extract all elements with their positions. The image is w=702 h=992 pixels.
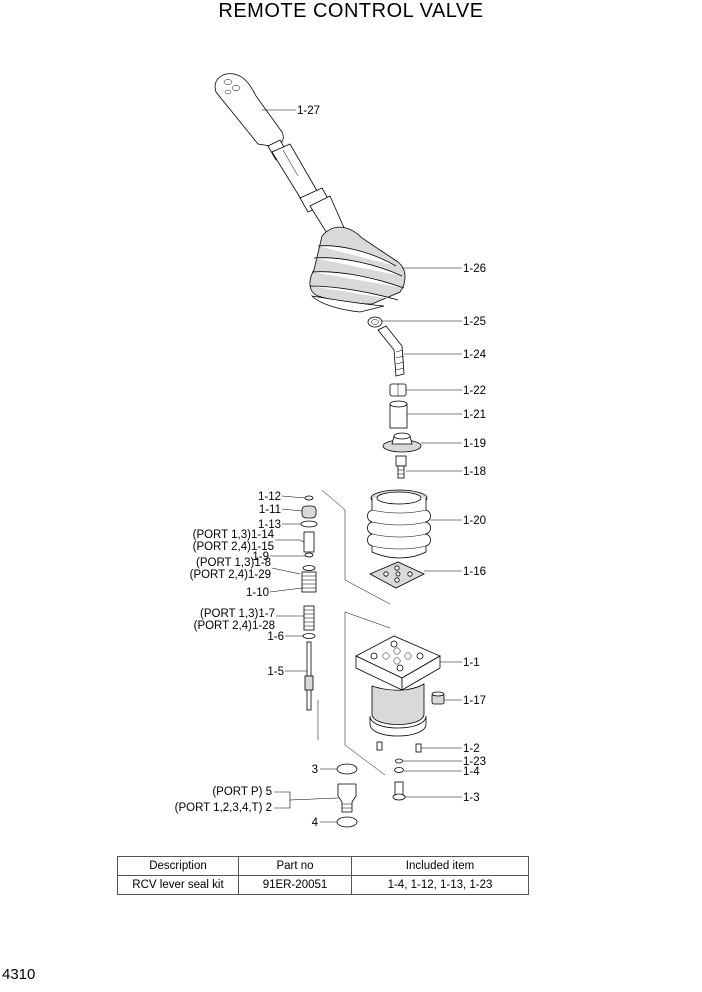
callout-1-1: 1-1 (463, 657, 480, 669)
page-title: REMOTE CONTROL VALVE (218, 0, 484, 22)
column-header: Part no (238, 856, 352, 876)
universal-joint-part (395, 455, 407, 479)
callout-1-5: 1-5 (267, 666, 284, 678)
rubber-boot-part (309, 195, 406, 313)
callout-1-22: 1-22 (463, 385, 486, 397)
callout-1-4: 1-4 (463, 766, 480, 778)
callout-1-15: (PORT 2,4)1-15 (193, 541, 274, 553)
callout-1-8: (PORT 1,3)1-8 (196, 557, 271, 569)
callout-1-21: 1-21 (463, 409, 486, 421)
callout-1-16: 1-16 (463, 566, 486, 578)
callout-1-9: 1-9 (252, 551, 269, 563)
callout-1-29: (PORT 2,4)1-29 (190, 569, 271, 581)
column-header: Included item (351, 856, 529, 876)
callout-1-26: 1-26 (463, 263, 486, 275)
callout-1-27: 1-27 (297, 105, 320, 117)
lever-rod-part (367, 316, 405, 377)
guide-plate-part (369, 561, 425, 589)
callout-1-24: 1-24 (463, 349, 487, 361)
callout-1-20: 1-20 (463, 515, 486, 527)
callout-1-7: (PORT 1,3)1-7 (200, 608, 275, 620)
callout-1-25: 1-25 (463, 316, 486, 328)
coupling-part (389, 400, 408, 429)
bolts-part (376, 741, 422, 753)
callout-5: (PORT P) 5 (212, 786, 272, 798)
seal-kit-table: Description Part no Included item RCV le… (117, 856, 529, 895)
spool-stack-part (300, 495, 318, 711)
callout-1-3: 1-3 (463, 792, 480, 804)
callout-1-17: 1-17 (463, 695, 486, 707)
callout-1-18: 1-18 (463, 466, 486, 478)
table-header-row: Description Part no Included item (117, 856, 529, 876)
table-cell: RCV lever seal kit (117, 875, 239, 895)
callout-1-12: 1-12 (258, 491, 281, 503)
callout-1-13: 1-13 (258, 519, 281, 531)
table-cell: 1-4, 1-12, 1-13, 1-23 (351, 875, 529, 895)
port-plug-part (392, 758, 406, 801)
table-cell: 91ER-20051 (238, 875, 352, 895)
callout-2: (PORT 1,2,3,4,T) 2 (175, 802, 272, 814)
callout-1-10: 1-10 (246, 587, 269, 599)
callout-1-19: 1-19 (463, 438, 486, 450)
callout-1-14: (PORT 1,3)1-14 (193, 529, 275, 541)
swash-plate-part (382, 432, 422, 453)
leader-lines (262, 109, 462, 823)
callout-1-6: 1-6 (267, 631, 284, 643)
plug-part (431, 691, 445, 705)
callout-1-11: 1-11 (259, 504, 281, 516)
callout-4: 4 (312, 817, 319, 829)
table-row: RCV lever seal kit 91ER-20051 1-4, 1-12,… (117, 875, 529, 895)
column-header: Description (117, 856, 239, 876)
bellows-boot-part (367, 489, 431, 559)
callout-3: 3 (312, 764, 318, 776)
callout-1-23: 1-23 (463, 756, 486, 768)
grip-handle-part (214, 73, 331, 213)
assembly-guide-lines (317, 489, 391, 776)
callout-1-2: 1-2 (463, 743, 480, 755)
hex-nut-part (389, 383, 407, 397)
connector-part (336, 763, 358, 828)
valve-casing-part (355, 635, 441, 737)
callout-1-28: (PORT 2,4)1-28 (194, 620, 275, 632)
page-number: 4310 (2, 966, 36, 983)
